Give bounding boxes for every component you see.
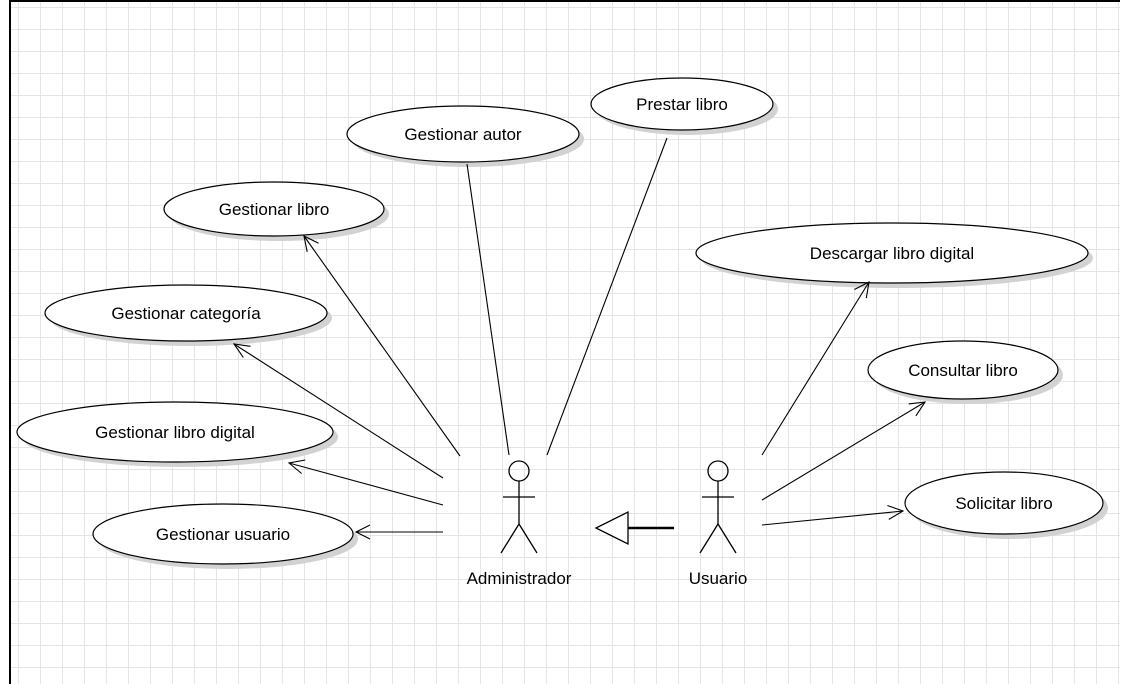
use-case-prestar-libro[interactable]: Prestar libro: [590, 77, 778, 135]
association-admin-prestar-libro: [546, 137, 668, 456]
stick-figure-icon: [500, 460, 538, 554]
use-case-label: Gestionar categoría: [111, 304, 261, 323]
association-usuario-solicitar-libro: [761, 504, 905, 526]
association-admin-gestionar-autor: [466, 163, 510, 456]
stick-figure-icon: [699, 460, 737, 554]
use-case-gestionar-usuario[interactable]: Gestionar usuario: [92, 503, 358, 569]
use-case-descargar-libro-digital[interactable]: Descargar libro digital: [695, 222, 1093, 288]
actor-usuario[interactable]: Usuario: [689, 460, 748, 588]
use-case-consultar-libro[interactable]: Consultar libro: [867, 340, 1063, 404]
use-case-gestionar-categoria[interactable]: Gestionar categoría: [44, 284, 332, 346]
generalization-usuario-administrador: [594, 510, 674, 546]
use-case-solicitar-libro[interactable]: Solicitar libro: [904, 471, 1108, 539]
use-case-label: Gestionar autor: [404, 125, 522, 144]
use-case-gestionar-libro[interactable]: Gestionar libro: [163, 181, 389, 241]
use-case-label: Prestar libro: [636, 95, 728, 114]
association-admin-gestionar-usuario: [354, 524, 443, 540]
actor-label: Administrador: [467, 569, 572, 588]
use-case-gestionar-autor[interactable]: Gestionar autor: [346, 105, 584, 167]
use-case-label: Solicitar libro: [955, 494, 1052, 513]
association-usuario-consultar-libro: [761, 401, 927, 501]
use-case-label: Gestionar libro: [219, 200, 330, 219]
use-case-label: Consultar libro: [908, 361, 1018, 380]
use-case-gestionar-libro-digital[interactable]: Gestionar libro digital: [16, 401, 338, 467]
use-case-label: Gestionar libro digital: [95, 423, 255, 442]
actor-label: Usuario: [689, 569, 748, 588]
association-admin-gestionar-libro: [303, 235, 461, 457]
use-case-label: Gestionar usuario: [156, 525, 290, 544]
association-admin-gestionar-libro-digital: [287, 459, 444, 506]
association-usuario-descargar-libro-digital: [761, 281, 870, 456]
use-case-label: Descargar libro digital: [810, 244, 974, 263]
association-admin-gestionar-categoria: [232, 343, 444, 479]
actor-administrador[interactable]: Administrador: [467, 460, 572, 588]
